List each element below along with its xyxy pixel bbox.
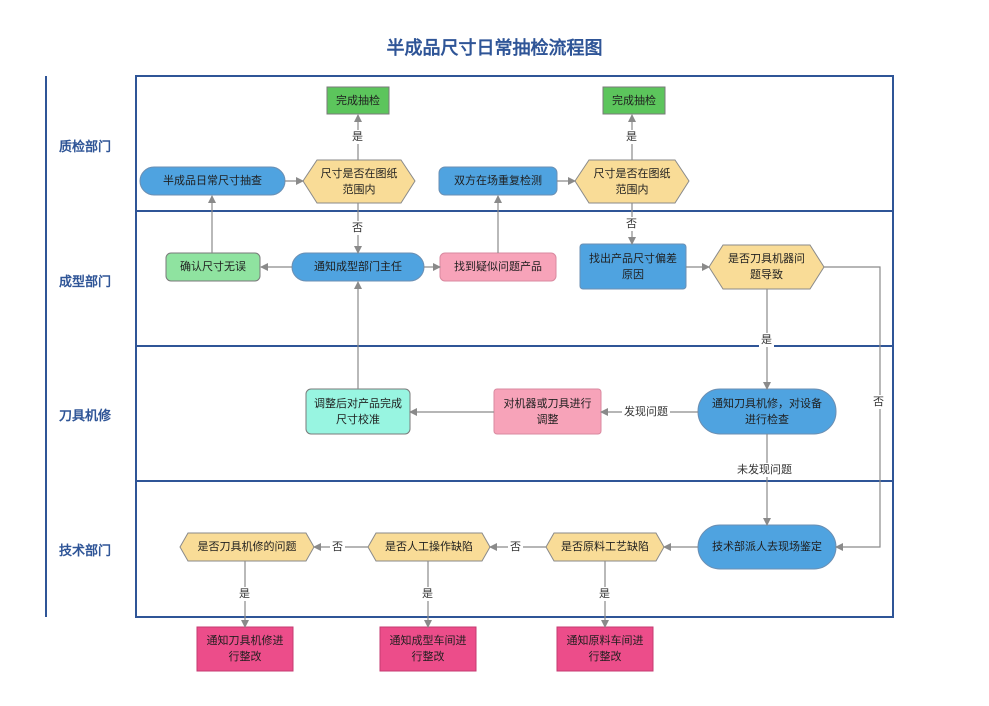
edge-label-yes-b2: 是 — [420, 587, 435, 601]
edge-label-no-tech-2: 否 — [330, 540, 345, 554]
node-in-range-1: 尺寸是否在图纸范围内 — [320, 166, 398, 196]
node-manual-op-q: 是否人工操作缺陷 — [385, 540, 473, 553]
node-material-q: 是否原料工艺缺陷 — [561, 540, 649, 553]
edge-label-no-tool: 否 — [871, 395, 886, 409]
lane-label-qc: 质检部门 — [58, 140, 111, 155]
done-shape-2 — [602, 86, 666, 115]
page-title: 半成品尺寸日常抽检流程图 — [386, 38, 603, 59]
node-done-2: 完成抽检 — [612, 93, 656, 107]
edge-label-yes-1: 是 — [350, 130, 365, 144]
node-notify-molding: 通知成型部门主任 — [314, 260, 402, 273]
edge-label-no-2: 否 — [624, 217, 639, 231]
node-adjust-machine: 对机器或刀具进行调整 — [503, 396, 592, 426]
node-tech-dispatch: 技术部派人去现场鉴定 — [712, 540, 822, 553]
node-adjust-calibrate: 调整后对产品完成尺寸校准 — [314, 396, 402, 426]
edge-label-found: 发现问题 — [622, 405, 670, 419]
node-in-range-2: 尺寸是否在图纸范围内 — [593, 166, 671, 196]
lane-label-tech: 技术部门 — [58, 544, 111, 559]
node-confirm-ok: 确认尺寸无误 — [180, 260, 246, 273]
notify-molding-fix-shape — [379, 626, 477, 672]
in-range-1-shape — [302, 159, 416, 204]
node-recheck: 双方在场重复检测 — [454, 174, 542, 187]
edge-label-yes-tool: 是 — [759, 333, 774, 347]
node-find-product: 找到疑似问题产品 — [454, 260, 542, 273]
lane-label-molding: 成型部门 — [58, 275, 111, 290]
notify-material-fix-shape — [556, 626, 654, 672]
node-daily-check: 半成品日常尺寸抽查 — [163, 174, 262, 187]
edge-label-yes-b3: 是 — [597, 587, 612, 601]
edge-label-no-1: 否 — [350, 221, 365, 235]
node-tool-machine-q: 是否刀具机器问题导致 — [728, 252, 805, 281]
node-tool-repair-q: 是否刀具机修的问题 — [197, 540, 297, 553]
edge-label-yes-2: 是 — [624, 130, 639, 144]
node-find-cause: 找出产品尺寸偏差原因 — [589, 251, 677, 281]
in-range-2-shape — [574, 159, 690, 204]
edge-label-yes-b1: 是 — [237, 587, 252, 601]
node-notify-molding-fix: 通知成型车间进行整改 — [389, 634, 467, 663]
node-done-1: 完成抽检 — [336, 93, 380, 107]
edge-label-no-tech-1: 否 — [508, 540, 523, 554]
node-notify-tool-fix: 通知刀具机修进行整改 — [206, 634, 284, 663]
node-notify-material-fix: 通知原料车间进行整改 — [566, 634, 644, 663]
lane-label-tool-repair: 刀具机修 — [58, 409, 111, 424]
edge-label-not-found: 未发现问题 — [735, 463, 794, 477]
notify-tool-fix-shape — [196, 626, 294, 672]
node-notify-repair: 通知刀具机修，对设备进行检查 — [712, 396, 822, 426]
